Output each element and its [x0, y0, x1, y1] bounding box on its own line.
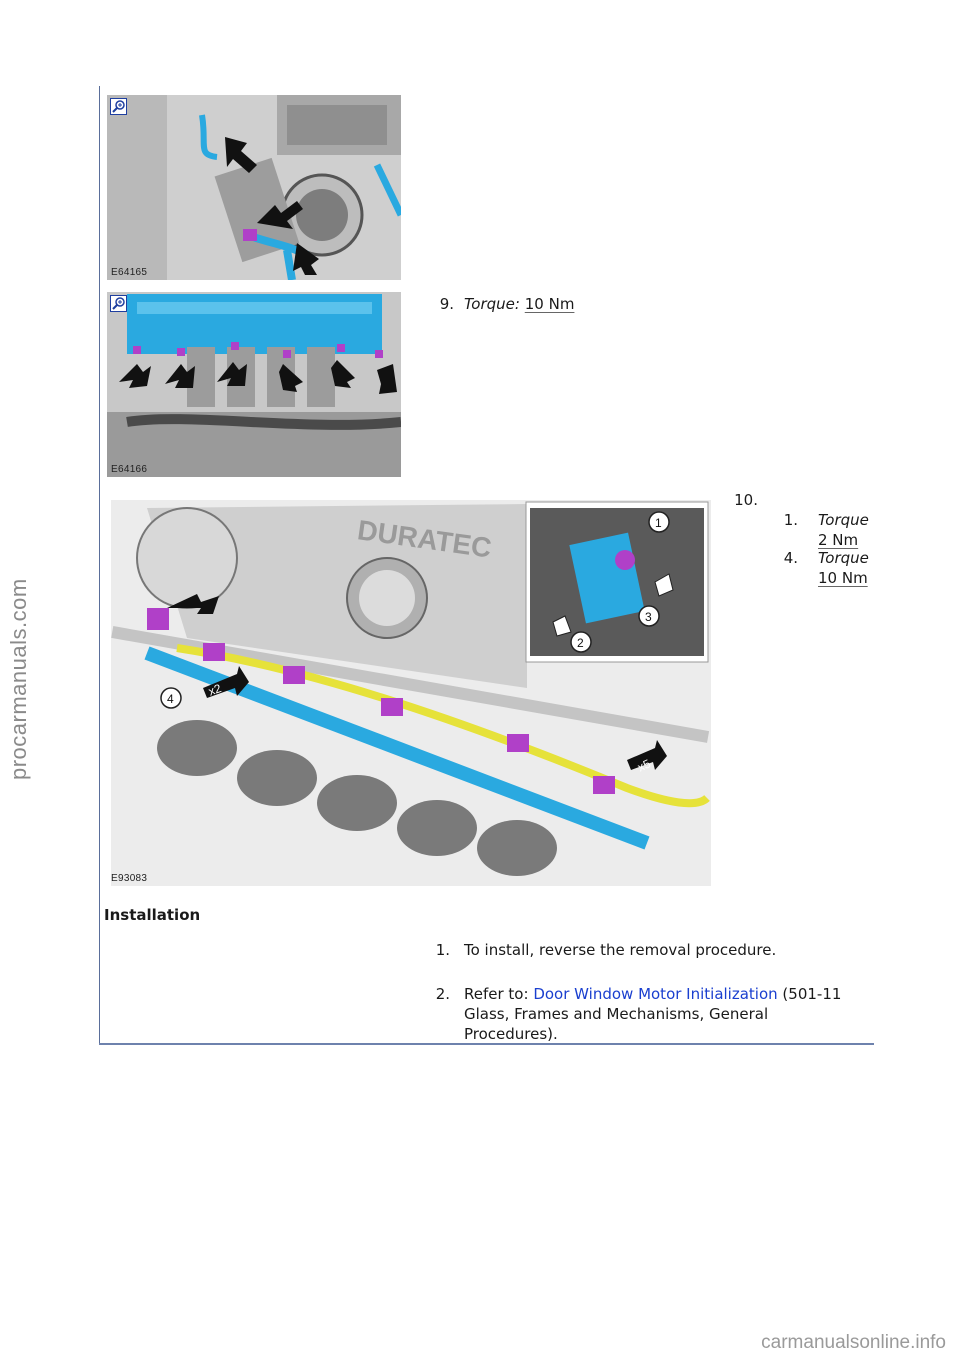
zoom-icon[interactable] — [110, 98, 127, 115]
figure-e64165[interactable]: E64165 — [107, 95, 401, 280]
tag-x5: x5 — [635, 756, 653, 774]
torque-label: Torque — [818, 511, 869, 529]
door-window-motor-link[interactable]: Door Window Motor Initialization — [533, 985, 778, 1003]
tag-x2: x2 — [206, 681, 223, 699]
sub-step-number: 1. — [783, 511, 798, 529]
frame-bottom-rule — [99, 1043, 874, 1045]
figure-e64166[interactable]: E64166 — [107, 292, 401, 477]
installation-heading: Installation — [104, 906, 201, 924]
step-text: To install, reverse the removal procedur… — [464, 941, 777, 959]
bottom-watermark: carmanualsonline.info — [761, 1332, 946, 1353]
torque-label: Torque: — [464, 295, 520, 313]
figure-code: E64165 — [111, 267, 148, 278]
figure-code: E93083 — [111, 873, 148, 884]
step-number: 1. — [435, 941, 450, 959]
callout-3: 3 — [645, 610, 652, 624]
figure-e64166-illustration — [107, 292, 401, 477]
callout-1: 1 — [655, 516, 662, 530]
side-watermark: procarmanuals.com — [6, 578, 31, 780]
step-number: 9. — [439, 295, 454, 313]
refer-prefix: Refer to: — [464, 985, 534, 1003]
step-number: 2. — [435, 985, 450, 1003]
torque-label: Torque — [818, 549, 869, 567]
torque-value: 10 Nm — [524, 295, 575, 313]
figure-code: E64166 — [111, 464, 148, 475]
figure-e64165-illustration — [107, 95, 401, 280]
refer-line-3: Procedures). — [464, 1025, 558, 1043]
torque-value: 10 Nm — [818, 569, 868, 587]
sub-step-number: 4. — [783, 549, 798, 567]
refer-line-2: Glass, Frames and Mechanisms, General — [464, 1005, 769, 1023]
torque-value: 2 Nm — [818, 531, 859, 549]
frame-left-rule — [99, 86, 100, 1044]
callout-2: 2 — [577, 636, 584, 650]
install-step-2: 2. Refer to: Door Window Motor Initializ… — [430, 984, 870, 1044]
figure-e93083[interactable]: DURATEC 4 x2 x5 — [107, 498, 712, 888]
figure-e93083-illustration: DURATEC 4 x2 x5 — [111, 500, 711, 886]
callout-4: 4 — [167, 692, 174, 706]
zoom-icon[interactable] — [110, 295, 127, 312]
step-number: 10. — [734, 491, 758, 509]
refer-suffix: (501-11 — [777, 985, 842, 1003]
step-10: 10. 1. Torque 2 Nm 4. Torque 10 Nm — [718, 490, 878, 590]
